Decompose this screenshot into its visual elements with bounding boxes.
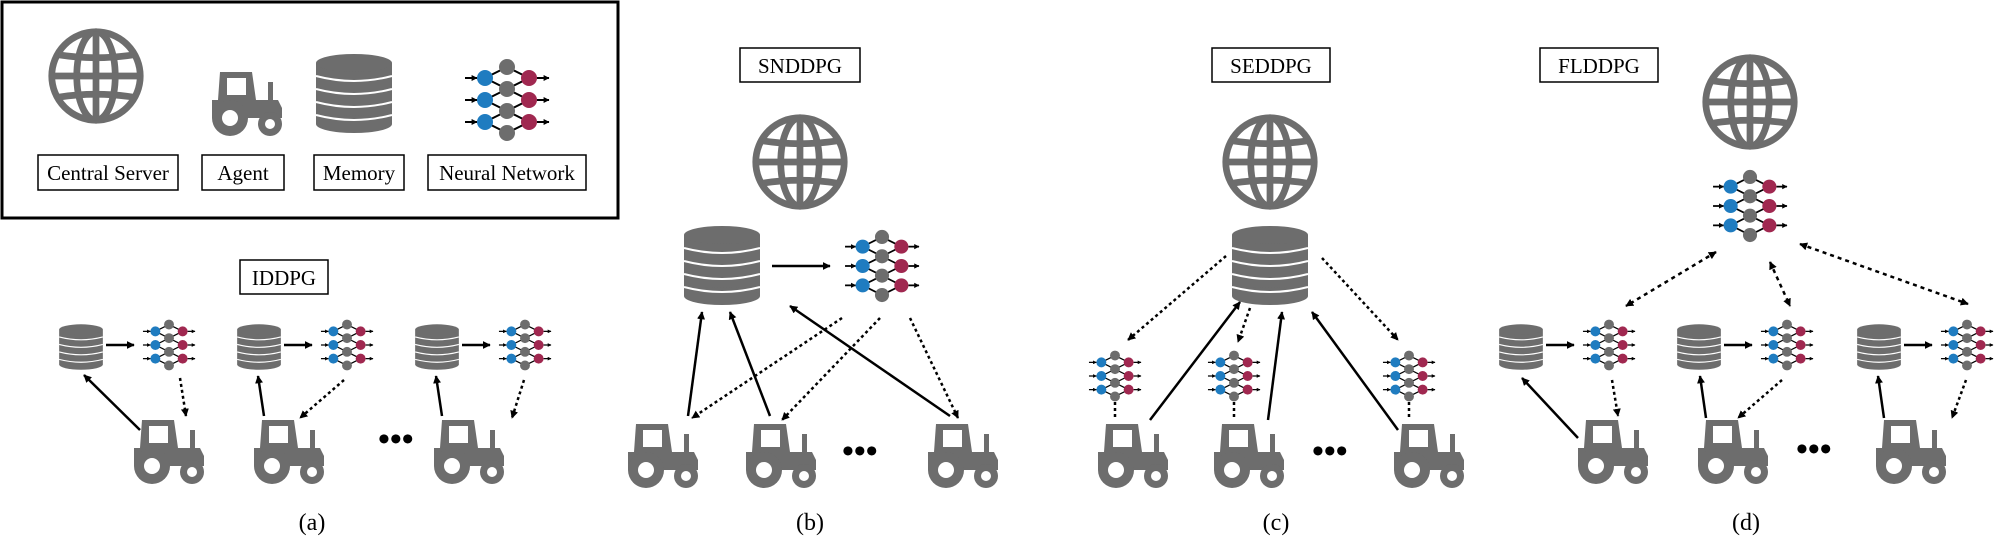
panel-a-tractor-icon-1 (134, 420, 204, 484)
panel-d-global-neural-network-icon (1713, 170, 1787, 242)
panel-c-title: SEDDPG (1230, 54, 1312, 78)
panel-d-title-box (1539, 47, 1659, 83)
panel-d-arrow-tractor-db-3 (1875, 375, 1886, 419)
panel-c-arrow-tractor3-db (1310, 311, 1400, 431)
panel-d-flddpg: FLDDPG ••• (d) (1498, 47, 1993, 536)
legend-neural-network-icon (465, 59, 549, 141)
panel-a-tractor-icon-3 (434, 420, 504, 484)
panel-c-title-box (1211, 47, 1331, 83)
panel-c-dotted-db-nn3 (1321, 257, 1399, 341)
panel-d-dotted-nn-tractor-1 (1610, 379, 1621, 417)
panel-b-tractor-icon-3 (928, 424, 998, 488)
legend-tractor-icon (212, 72, 282, 136)
panel-a-title-box (239, 259, 329, 295)
panel-b-caption: (b) (796, 510, 824, 536)
legend: Central Server Agent Memory Neural Netwo… (0, 0, 620, 220)
panel-b-arrow-tractor1-db (686, 311, 706, 417)
panel-c-neural-network-icon-2 (1208, 351, 1260, 402)
legend-agent-box (201, 154, 285, 191)
panel-d-caption: (d) (1732, 510, 1760, 536)
panel-d-dotted-global-nn2 (1768, 261, 1792, 307)
panel-b-title-box (739, 47, 861, 83)
panel-c-tractor-icon-3 (1394, 424, 1464, 488)
panel-d-dotted-global-nn3 (1799, 242, 1969, 306)
panel-d-database-icon-1 (1498, 323, 1544, 371)
panel-c-caption: (c) (1263, 510, 1290, 536)
panel-d-arrow-tractor-db-1 (1521, 377, 1579, 439)
legend-central-server-box (37, 154, 179, 191)
legend-memory-label: Memory (323, 161, 396, 185)
panel-d-neural-network-icon-2 (1761, 320, 1813, 371)
legend-globe-icon (52, 32, 140, 120)
panel-a-tractor-icon-2 (254, 420, 324, 484)
legend-neural-network-label: Neural Network (439, 161, 575, 185)
panel-a-ellipsis: ••• (378, 421, 414, 458)
panel-c-arrow-tractor1-db (1149, 301, 1241, 421)
panel-a-dotted-nn-tractor-3 (510, 379, 526, 419)
legend-neural-network-box (427, 154, 587, 191)
panel-c-arrow-tractor2-db (1266, 311, 1286, 421)
panel-c-globe-icon (1226, 118, 1314, 206)
panel-a-database-icon-3 (414, 323, 460, 371)
panel-a-neural-network-icon-3 (499, 320, 551, 371)
panel-d-tractor-icon-2 (1698, 420, 1768, 484)
panel-a-arrow-tractor-db-1 (83, 374, 141, 431)
panel-c-neural-network-icon-3 (1383, 351, 1435, 402)
panel-d-ellipsis: ••• (1796, 431, 1832, 468)
panel-d-title: FLDDPG (1558, 54, 1640, 78)
panel-d-arrow-tractor-db-2 (1697, 375, 1708, 419)
panel-d-neural-network-icon-3 (1941, 320, 1993, 371)
panel-c-dotted-db-nn2 (1236, 307, 1252, 343)
panel-a-database-icon-1 (58, 323, 104, 371)
panel-a-neural-network-icon-2 (321, 320, 373, 371)
panel-b-arrow-tractor3-db (789, 304, 951, 418)
legend-frame (0, 0, 620, 220)
legend-agent-label: Agent (217, 161, 268, 185)
panel-b-neural-network-icon (845, 230, 919, 302)
panel-a-arrow-tractor-db-2 (255, 375, 266, 417)
panel-d-globe-icon (1706, 58, 1794, 146)
panel-a-dotted-nn-tractor-2 (299, 379, 345, 419)
panel-c-ellipsis: ••• (1312, 433, 1348, 470)
panel-c-tractor-icon-2 (1214, 424, 1284, 488)
panel-b-title: SNDDPG (758, 54, 842, 78)
panel-a-arrow-tractor-db-3 (433, 375, 444, 417)
panel-a-dotted-nn-tractor-1 (178, 377, 189, 417)
panel-a-caption: (a) (299, 510, 326, 536)
panel-b-snddpg: SNDDPG ••• (b) (628, 47, 998, 536)
panel-c-neural-network-icon-1 (1089, 351, 1141, 402)
panel-d-tractor-icon-1 (1578, 420, 1648, 484)
panel-b-globe-icon (756, 118, 844, 206)
panel-b-database-icon (683, 225, 761, 306)
panel-a-iddpg: IDDPG ••• (a) (58, 259, 551, 536)
panel-d-database-icon-2 (1676, 323, 1722, 371)
panel-d-dotted-nn-tractor-3 (1950, 379, 1968, 419)
panel-a-title: IDDPG (252, 266, 316, 290)
panel-d-dotted-nn-tractor-2 (1737, 379, 1783, 419)
panel-b-dotted-nn-tractor1 (691, 316, 843, 420)
panel-d-dotted-global-nn1 (1625, 250, 1717, 308)
legend-central-server-label: Central Server (47, 161, 169, 185)
panel-b-dotted-nn-tractor3 (908, 317, 960, 419)
panel-d-tractor-icon-3 (1876, 420, 1946, 484)
panel-a-database-icon-2 (236, 323, 282, 371)
panel-a-neural-network-icon-1 (143, 320, 195, 371)
panel-b-ellipsis: ••• (842, 433, 878, 470)
panel-b-tractor-icon-1 (628, 424, 698, 488)
panel-d-database-icon-3 (1856, 323, 1902, 371)
legend-memory-box (313, 154, 405, 191)
panel-c-database-icon (1231, 225, 1309, 306)
legend-database-icon (315, 53, 393, 134)
panel-c-tractor-icon-1 (1098, 424, 1168, 488)
panel-b-tractor-icon-2 (746, 424, 816, 488)
panel-c-dotted-db-nn1 (1127, 255, 1227, 341)
panel-c-seddpg: SEDDPG ••• (c) (1089, 47, 1464, 536)
panel-d-neural-network-icon-1 (1583, 320, 1635, 371)
panel-b-arrow-tractor2-db (728, 311, 772, 417)
